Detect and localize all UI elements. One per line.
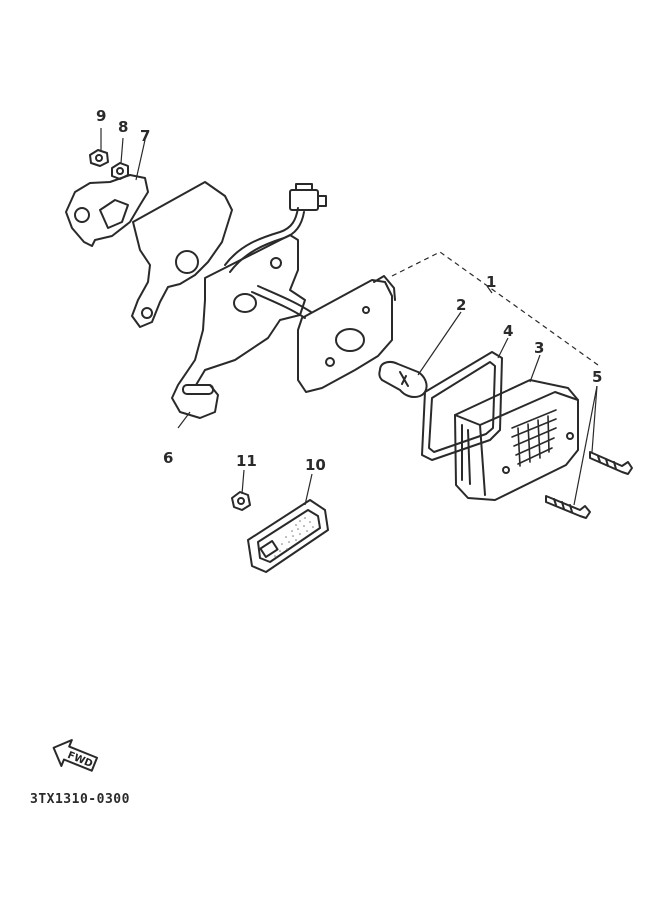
fwd-arrow-icon: FWD: [52, 739, 99, 772]
callout-9: 9: [96, 107, 107, 125]
callout-8: 8: [118, 118, 129, 136]
lens-stipple: [274, 517, 314, 557]
callout-3: 3: [534, 339, 545, 357]
lens-vent-grid: [511, 409, 557, 467]
assembly-tick: [486, 285, 493, 294]
part-2-bulb: [378, 361, 428, 399]
part-10-license-lens: [247, 499, 329, 573]
lens-screw-hole: [502, 466, 510, 474]
part-7-damper: [65, 174, 149, 247]
callout-6: 6: [163, 449, 174, 467]
part-11-nut: [231, 491, 251, 511]
callout-2: 2: [456, 296, 467, 314]
part-3-lens: [454, 379, 579, 501]
wiring-harness: [224, 183, 327, 319]
callout-11: 11: [236, 452, 257, 470]
drawing-code: 3TX1310-0300: [30, 792, 130, 807]
part-5-screw: [545, 495, 591, 519]
part-4-gasket: [421, 351, 503, 461]
leader-lines: [100, 128, 598, 506]
tail-light-socket: [297, 275, 396, 393]
part-9-nut: [89, 149, 109, 167]
callout-10: 10: [305, 456, 326, 474]
part-6-bracket: [131, 181, 306, 419]
callout-7: 7: [140, 127, 151, 145]
callout-1: 1: [486, 273, 497, 291]
part-5-screw: [589, 451, 633, 475]
assembly-dashed-leader: [391, 251, 599, 366]
callout-5: 5: [592, 368, 603, 386]
callout-4: 4: [503, 322, 514, 340]
lens-screw-hole: [566, 432, 574, 440]
